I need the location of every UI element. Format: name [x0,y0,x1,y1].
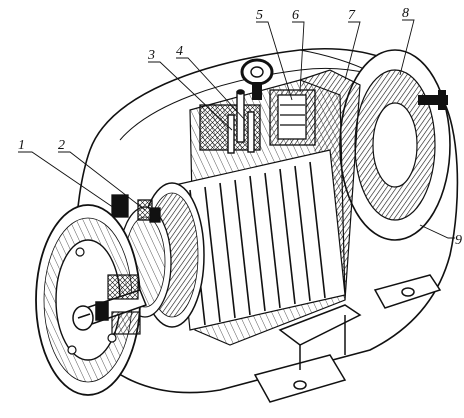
leader-line-5 [256,21,293,101]
front-end-shield [35,204,141,396]
callout-label-3: 3 [147,48,155,63]
leader-line-3 [148,61,233,131]
rear-end-shield [339,49,451,241]
lifting-eye [240,58,274,100]
callout-label-2: 2 [58,138,65,153]
callout-label-9: 9 [455,233,462,248]
leader-line-1 [18,151,121,213]
callout-label-6: 6 [292,8,299,23]
leader-lines [18,19,455,239]
mounting-feet [253,274,442,403]
callout-label-1: 1 [18,138,25,153]
front-bearing [107,274,141,335]
callout-labels: 1 2 3 4 5 6 7 8 9 [18,6,462,248]
callout-label-8: 8 [402,6,409,21]
brush-holder-rods [227,89,255,154]
leader-line-9 [419,224,455,239]
leader-line-4 [176,57,246,121]
leader-line-7 [344,21,361,81]
leader-line-8 [399,19,415,76]
leader-line-6 [292,21,305,93]
callout-label-4: 4 [176,44,183,59]
callout-label-5: 5 [256,8,263,23]
leader-line-2 [58,151,146,211]
callout-label-7: 7 [348,8,356,23]
